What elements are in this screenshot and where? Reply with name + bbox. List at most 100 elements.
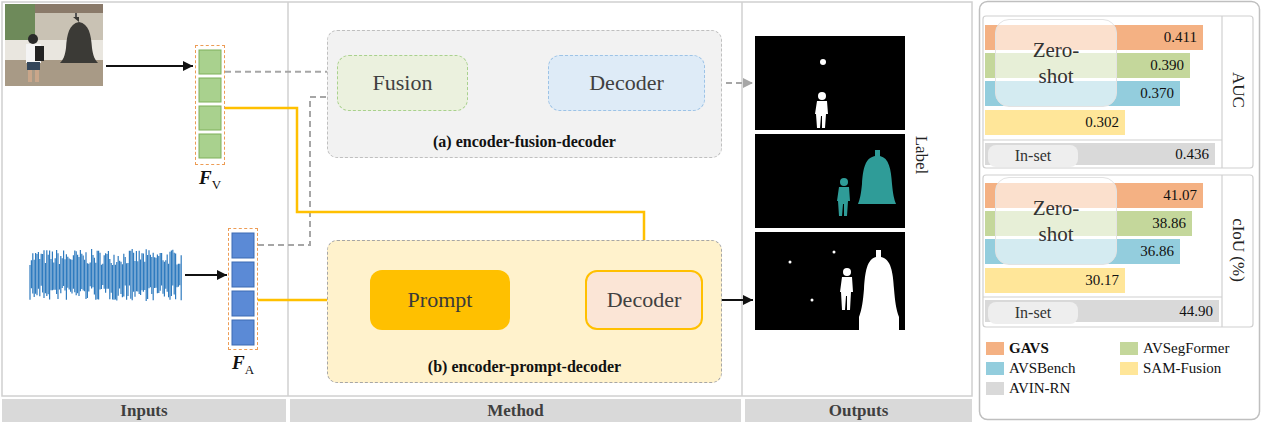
node-text: In-set [1015,147,1051,165]
wave-stroke [69,259,70,290]
subscript: A [245,362,254,377]
wave-stroke [99,253,100,290]
dashed-arrow [225,71,337,73]
wave-stroke [71,260,72,294]
wave-stroke [109,259,110,299]
node-text: (a) encoder-fusion-decoder [433,133,616,151]
wave-stroke [134,261,135,297]
bar-value: 0.390 [1150,57,1184,74]
wave-stroke [169,252,170,300]
wave-stroke [176,264,177,287]
bar-value: 0.370 [1140,85,1174,102]
wave-stroke [130,251,131,299]
wave-stroke [132,249,133,300]
wave-stroke [39,259,40,296]
wave-stroke [83,256,84,291]
legend-text: AVIN-RN [1009,380,1070,397]
bar-value: 44.90 [1179,303,1213,320]
bar-value: 0.436 [1175,146,1209,163]
wave-stroke [41,254,42,286]
node-text: Inputs [120,401,167,421]
rotated-label: Label [911,136,931,175]
process-box: Decoder [548,55,705,111]
node-text: Zero- shot [1025,37,1087,90]
method-group: (a) encoder-fusion-decoderFusionDecoder [327,30,722,158]
wave-stroke [113,255,114,300]
wave-stroke [108,251,109,289]
mask-body [815,101,828,128]
feature-cell [232,262,254,287]
mask-blob [820,59,826,65]
wave-stroke [119,261,120,289]
photo-bell [60,17,98,63]
wave-stroke [97,251,98,299]
process-box: Prompt [370,270,510,330]
group-tag: Zero- shot [995,19,1117,107]
wave-stroke [64,259,65,290]
legend-item: AVIN-RN [986,380,1070,397]
wave-stroke [174,253,175,295]
bar-value: 38.86 [1152,215,1186,232]
chart-panel [980,2,1260,420]
visual-feature-column: FV [195,45,225,165]
wave-stroke [146,249,147,301]
wave-stroke [115,265,116,300]
wave-stroke [143,253,144,291]
wave-stroke [181,255,182,300]
wave-stroke [95,263,96,300]
wave-stroke [155,258,156,288]
legend-item: GAVS [986,340,1049,357]
wave-stroke [106,254,107,289]
wave-stroke [172,250,173,286]
mask-head [818,92,826,100]
node-text: Decoder [607,287,682,313]
photo-shorts [27,62,40,70]
audio-feature-column: FA [228,228,258,350]
wave-stroke [160,253,161,291]
output-mask [755,232,905,330]
chart-divider [983,296,1222,297]
bar: 0.436 In-set [985,143,1215,165]
column-divider [741,2,743,396]
wave-stroke [112,265,113,300]
mask-bell [858,150,896,204]
wave-stroke [167,254,168,291]
legend-text: SAM-Fusion [1143,360,1221,377]
feature-cell [199,134,221,158]
wave-stroke [81,254,82,289]
wave-stroke [175,253,176,299]
column-divider [287,2,289,396]
wave-stroke [49,250,50,299]
wave-stroke [105,253,106,293]
wave-stroke [154,257,155,288]
wave-stroke [76,251,77,295]
mask-ground [755,134,905,228]
wave-stroke [165,260,166,288]
wave-stroke [67,257,68,288]
legend-swatch [1120,362,1138,375]
subscript: V [212,177,221,192]
node-text: Outputs [829,401,889,421]
symbol: F [232,352,245,373]
wave-stroke [129,251,130,286]
wave-stroke [153,253,154,300]
process-box: Decoder [585,270,703,330]
wave-stroke [126,263,127,299]
column-header: Method [290,399,741,422]
wave-stroke [157,254,158,293]
wave-stroke [101,265,102,289]
legend-item: AVSegFormer [1120,340,1229,357]
mask-figure [840,268,853,310]
bar-value: 36.86 [1140,243,1174,260]
wave-stroke [179,264,180,286]
wave-stroke [50,259,51,290]
node-text: Decoder [589,70,664,96]
wave-stroke [144,262,145,290]
wave-stroke [120,262,121,294]
wave-stroke [125,257,126,285]
group-tag: In-set [988,302,1078,324]
photo-leg [28,70,32,82]
wave-stroke [85,252,86,299]
wave-stroke [77,255,78,293]
wave-stroke [104,255,105,289]
